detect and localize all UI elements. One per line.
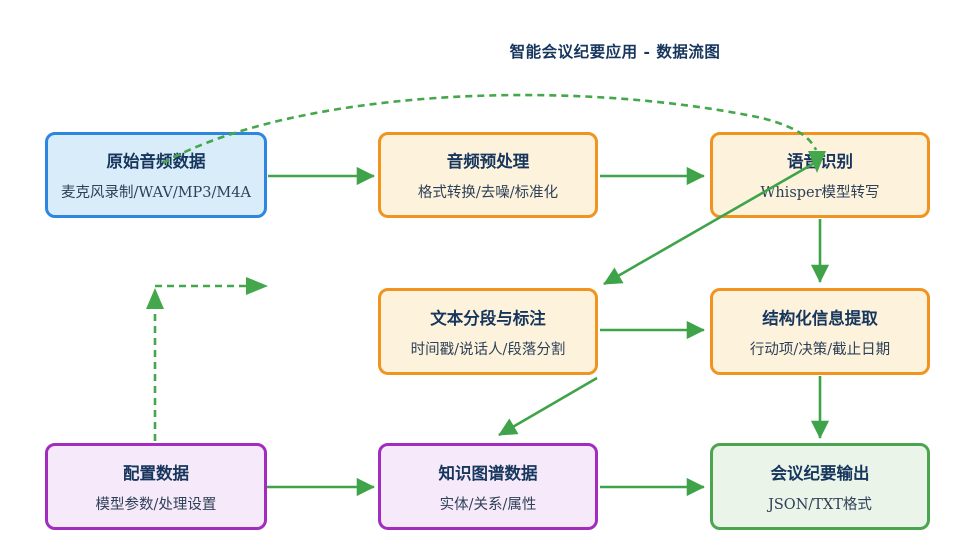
node-title: 文本分段与标注 (430, 308, 546, 328)
node-subtitle: 实体/关系/属性 (439, 496, 537, 513)
node-asr: 语音识别 Whisper模型转写 (710, 132, 930, 218)
node-title: 原始音频数据 (106, 152, 206, 171)
edge-config-dashed-up-arrowhead (146, 288, 164, 309)
diagram-title: 智能会议纪要应用 - 数据流图 (509, 42, 721, 61)
node-subtitle: 格式转换/去噪/标准化 (417, 185, 559, 201)
node-subtitle: 模型参数/处理设置 (95, 496, 217, 513)
node-segment: 文本分段与标注 时间戳/说话人/段落分割 (378, 288, 598, 375)
node-subtitle: Whisper模型转写 (760, 185, 880, 201)
node-subtitle: 时间戳/说话人/段落分割 (410, 341, 566, 358)
node-title: 结构化信息提取 (762, 308, 878, 328)
edge-config-dashed-right-arrowhead (246, 277, 268, 295)
node-preprocess: 音频预处理 格式转换/去噪/标准化 (378, 132, 598, 218)
node-subtitle: 行动项/决策/截止日期 (749, 341, 891, 358)
node-subtitle: JSON/TXT格式 (768, 496, 872, 513)
node-title: 配置数据 (123, 463, 189, 483)
node-title: 知识图谱数据 (438, 463, 538, 483)
node-raw-audio: 原始音频数据 麦克风录制/WAV/MP3/M4A (45, 132, 267, 218)
node-subtitle: 麦克风录制/WAV/MP3/M4A (61, 185, 251, 201)
node-title: 会议纪要输出 (770, 463, 870, 483)
node-title: 音频预处理 (446, 152, 530, 171)
node-output: 会议纪要输出 JSON/TXT格式 (710, 443, 930, 530)
node-config: 配置数据 模型参数/处理设置 (45, 443, 267, 530)
node-extract: 结构化信息提取 行动项/决策/截止日期 (710, 288, 930, 375)
node-kg: 知识图谱数据 实体/关系/属性 (378, 443, 598, 530)
node-title: 语音识别 (787, 152, 853, 171)
edge-segment-to-kg-arrow (498, 376, 598, 437)
